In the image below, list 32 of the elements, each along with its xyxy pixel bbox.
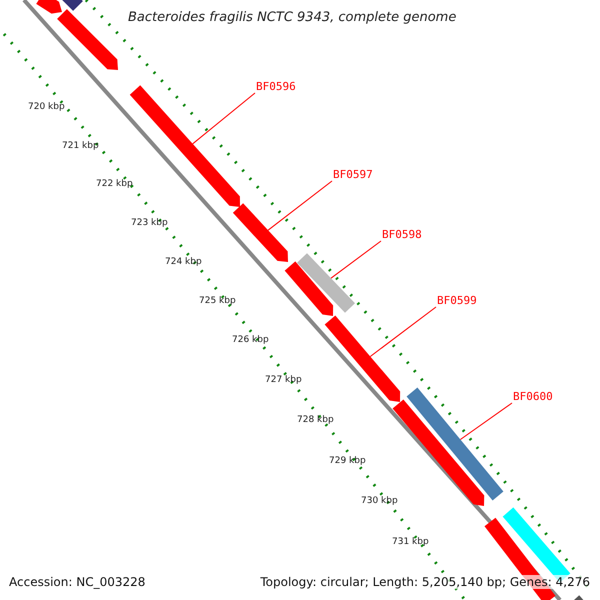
gene-feature — [36, 0, 62, 14]
gene-label: BF0600 — [513, 390, 553, 403]
scale-label: 731 kbp — [392, 537, 429, 547]
scale-label: 721 kbp — [62, 141, 99, 151]
leader-line — [192, 92, 256, 144]
leader-line — [268, 180, 332, 231]
gene-label: BF0598 — [382, 228, 422, 241]
scale-label: 730 kbp — [361, 496, 398, 506]
gene-feature — [232, 203, 288, 262]
gene-label: BF0596 — [256, 80, 296, 93]
gene-feature — [406, 388, 504, 500]
gene-feature — [57, 9, 118, 70]
gene-label: BF0599 — [437, 294, 477, 307]
scale-label: 725 kbp — [199, 296, 236, 306]
gene-feature — [324, 316, 400, 402]
leader-line — [460, 402, 512, 440]
scale-label: 729 kbp — [329, 456, 366, 466]
gene-feature — [297, 253, 355, 313]
scale-label: 722 kbp — [96, 179, 133, 189]
gene-feature — [284, 261, 334, 316]
scale-label: 724 kbp — [165, 257, 202, 267]
scale-label: 728 kbp — [297, 415, 334, 425]
scale-label: 727 kbp — [265, 375, 302, 385]
footer-note: Accession: NC_003228 — [7, 575, 148, 589]
leader-line — [330, 240, 382, 279]
scale-label: 720 kbp — [28, 102, 65, 112]
title: Bacteroides fragilis NCTC 9343, complete genome — [128, 10, 456, 25]
footer-note: Topology: circular; Length: 5,205,140 bp; Genes: 4,276 — [258, 575, 592, 589]
scale-label: 723 kbp — [131, 218, 168, 228]
scale-label: 726 kbp — [232, 335, 269, 345]
gene-label: BF0597 — [333, 168, 373, 181]
leader-line — [370, 306, 436, 357]
